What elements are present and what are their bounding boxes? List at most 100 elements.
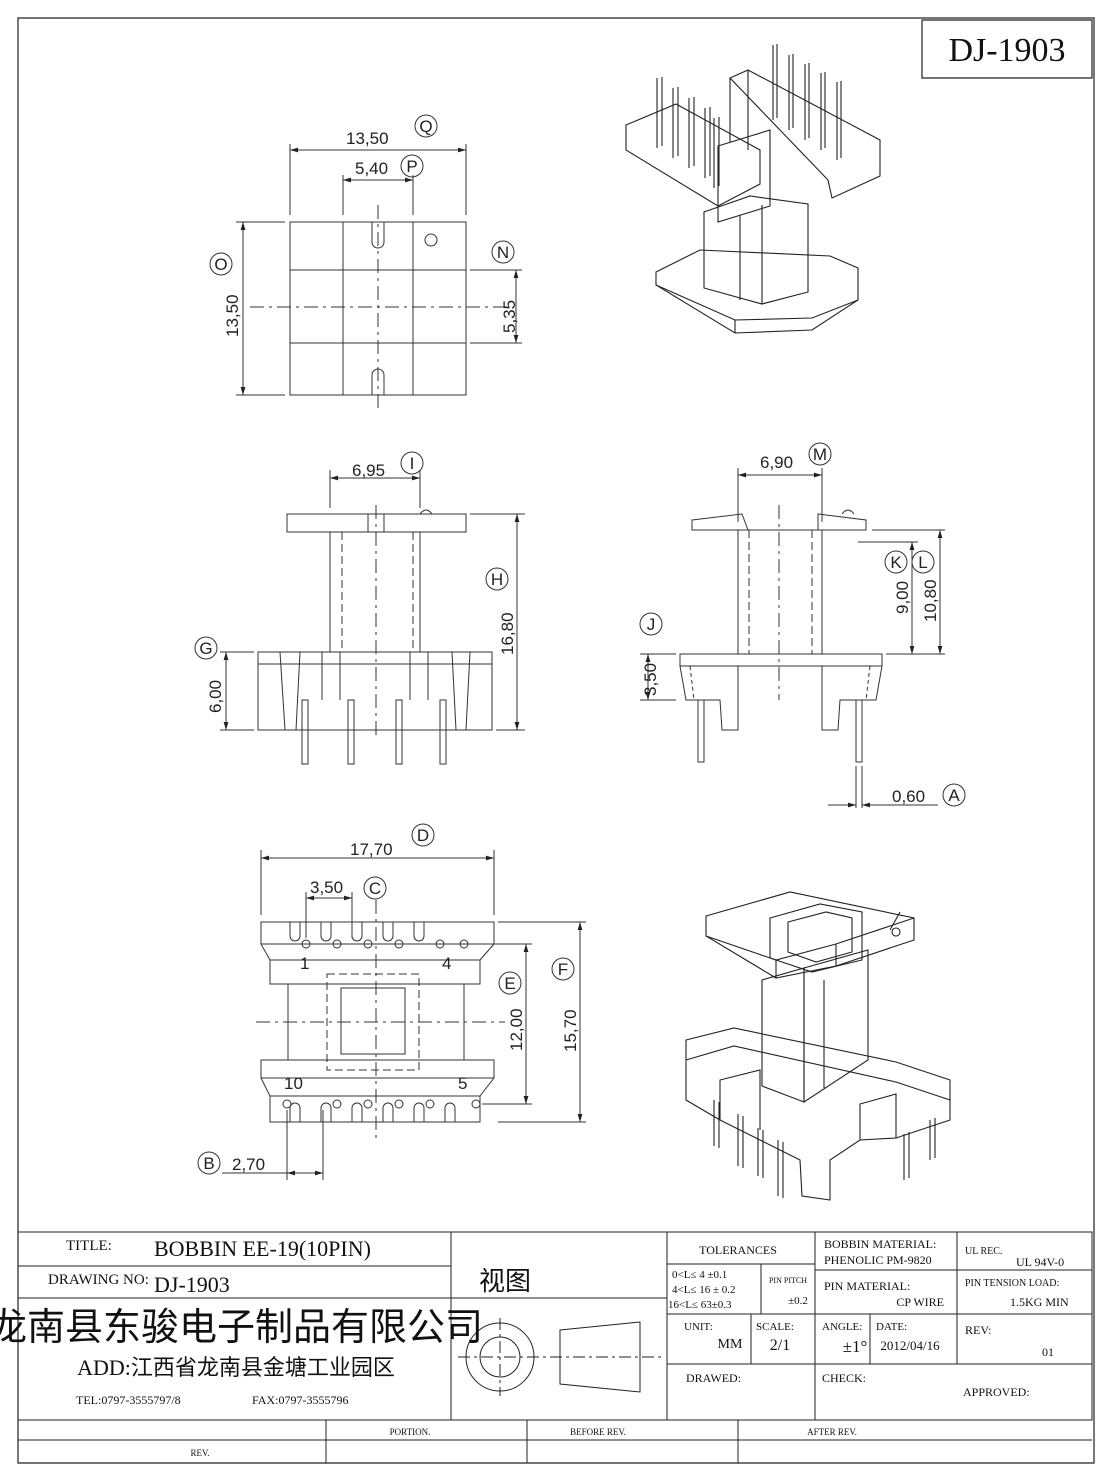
approved-label: APPROVED: (963, 1385, 1030, 1399)
pin-material-label: PIN MATERIAL: (824, 1279, 910, 1293)
dim-offset-b: 2,70 (232, 1155, 265, 1174)
unit-value: MM (718, 1337, 743, 1352)
dim-pin-a: 0,60 (892, 787, 925, 806)
rev-value: 01 (1042, 1345, 1054, 1359)
bobbin-material-label: BOBBIN MATERIAL: (824, 1237, 936, 1251)
ul-rec-value: UL 94V-0 (1016, 1255, 1064, 1269)
rev-row-before: BEFORE REV. (570, 1427, 626, 1437)
date-label: DATE: (876, 1321, 907, 1333)
dim-inner-p: 5,40 (355, 159, 388, 178)
pins-bottom-iso (714, 1100, 935, 1198)
ref-j: J (647, 615, 656, 634)
ref-k: K (890, 553, 902, 572)
pin-label-4: 4 (442, 954, 451, 973)
pin-tension-value: 1.5KG MIN (1010, 1295, 1069, 1309)
pins-top-iso (657, 44, 841, 188)
front-view-pins (302, 700, 446, 764)
company-name: 龙南县东骏电子制品有限公司 (0, 1307, 483, 1349)
dim-j: 3,50 (641, 663, 660, 696)
company-fax: FAX:0797-3555796 (252, 1393, 348, 1407)
angle-label: ANGLE: (822, 1321, 862, 1333)
scale-value: 2/1 (770, 1337, 790, 1354)
bobbin-material-value: PHENOLIC PM-9820 (824, 1253, 932, 1267)
ref-d: D (417, 826, 429, 845)
dim-height-o: 13,50 (223, 294, 242, 337)
projection-symbol-icon (458, 1318, 662, 1396)
title-block-text: TITLE: BOBBIN EE-19(10PIN) DRAWING NO: D… (0, 1236, 1069, 1458)
dim-window-e: 12,00 (507, 1008, 526, 1051)
orientation-hole-icon (425, 234, 437, 246)
drawing-no-label: DRAWING NO: (48, 1272, 149, 1288)
ref-a: A (948, 786, 960, 805)
tolerance-row-3: 16<L≤ 63±0.3 (668, 1299, 732, 1311)
side-view-dimensions: 6,90 M K L 9,00 10,80 J 3,50 0,60 A (640, 443, 965, 806)
ref-q: Q (419, 117, 432, 136)
bottom-view-bottom-slots (283, 1100, 480, 1122)
rev-row-after: AFTER REV. (807, 1427, 857, 1437)
side-view (640, 468, 945, 808)
bottom-view-dimensions: 17,70 D 3,50 C 12,00 E 15,70 F 2,70 B 1 … (198, 824, 580, 1174)
date-value: 2012/04/16 (880, 1338, 940, 1353)
ref-n: N (497, 243, 509, 262)
ref-e: E (504, 974, 515, 993)
isometric-view-top (626, 44, 880, 333)
dim-base-g: 6,00 (206, 680, 225, 713)
dim-width-q: 13,50 (346, 129, 389, 148)
title-block (18, 1232, 1092, 1463)
ref-l: L (918, 553, 927, 572)
drawed-label: DRAWED: (686, 1371, 741, 1385)
dim-width-d: 17,70 (350, 840, 393, 859)
dim-pitch-c: 3,50 (310, 878, 343, 897)
check-label: CHECK: (822, 1371, 866, 1385)
tolerance-row-2: 4<L≤ 16 ± 0.2 (672, 1284, 736, 1296)
company-tel: TEL:0797-3555797/8 (76, 1393, 181, 1407)
isometric-view-bottom (686, 892, 950, 1200)
ref-g: G (199, 639, 212, 658)
sheet-border (18, 18, 1094, 1463)
pin-tension-label: PIN TENSION LOAD: (965, 1278, 1059, 1289)
ref-p: P (406, 157, 417, 176)
pin-label-5: 5 (458, 1074, 467, 1093)
dim-height-h: 16,80 (498, 612, 517, 655)
ref-b: B (203, 1154, 214, 1173)
pin-label-1: 1 (300, 954, 309, 973)
ref-c: C (369, 879, 381, 898)
dim-k: 9,00 (893, 581, 912, 614)
pin-material-value: CP WIRE (896, 1295, 944, 1309)
bottom-view-top-slots (290, 922, 468, 948)
ref-i: I (410, 454, 415, 473)
tolerance-row-1: 0<L≤ 4 ±0.1 (672, 1269, 727, 1281)
rev-row-portion: PORTION. (390, 1427, 431, 1437)
top-view (236, 144, 522, 410)
drawing-number-box: DJ-1903 (922, 20, 1092, 78)
top-view-dimensions: 13,50 Q 5,40 P 13,50 O 5,35 N (210, 115, 519, 337)
angle-value: ±1° (843, 1337, 868, 1356)
drawing-no-value: DJ-1903 (154, 1272, 230, 1297)
drawing-number-box-text: DJ-1903 (948, 32, 1065, 69)
view-label: 视图 (479, 1267, 531, 1296)
pin-label-10: 10 (284, 1074, 303, 1093)
front-view (220, 470, 525, 764)
company-address: ADD:江西省龙南县金塘工业园区 (77, 1355, 395, 1380)
ref-m: M (813, 445, 827, 464)
unit-label: UNIT: (684, 1321, 713, 1333)
front-view-dimensions: 6,95 I 16,80 H 6,00 G (195, 452, 517, 713)
dim-slot-n: 5,35 (500, 300, 519, 333)
ref-o: O (214, 255, 227, 274)
scale-label: SCALE: (756, 1321, 794, 1333)
ul-rec-label: UL REC. (965, 1246, 1002, 1257)
dim-overall-f: 15,70 (561, 1009, 580, 1052)
dim-core-m: 6,90 (760, 453, 793, 472)
ref-f: F (558, 960, 568, 979)
ref-h: H (491, 570, 503, 589)
pin-pitch-label: PIN PITCH (769, 1276, 807, 1285)
tolerances-label: TOLERANCES (699, 1243, 777, 1257)
title-label: TITLE: (66, 1238, 112, 1254)
bottom-view (222, 850, 586, 1180)
title-value: BOBBIN EE-19(10PIN) (154, 1236, 371, 1261)
rev-label: REV: (965, 1323, 991, 1337)
pin-pitch-value: ±0.2 (788, 1295, 808, 1307)
dim-core-i: 6,95 (352, 461, 385, 480)
rev-row-rev: REV. (190, 1448, 209, 1458)
